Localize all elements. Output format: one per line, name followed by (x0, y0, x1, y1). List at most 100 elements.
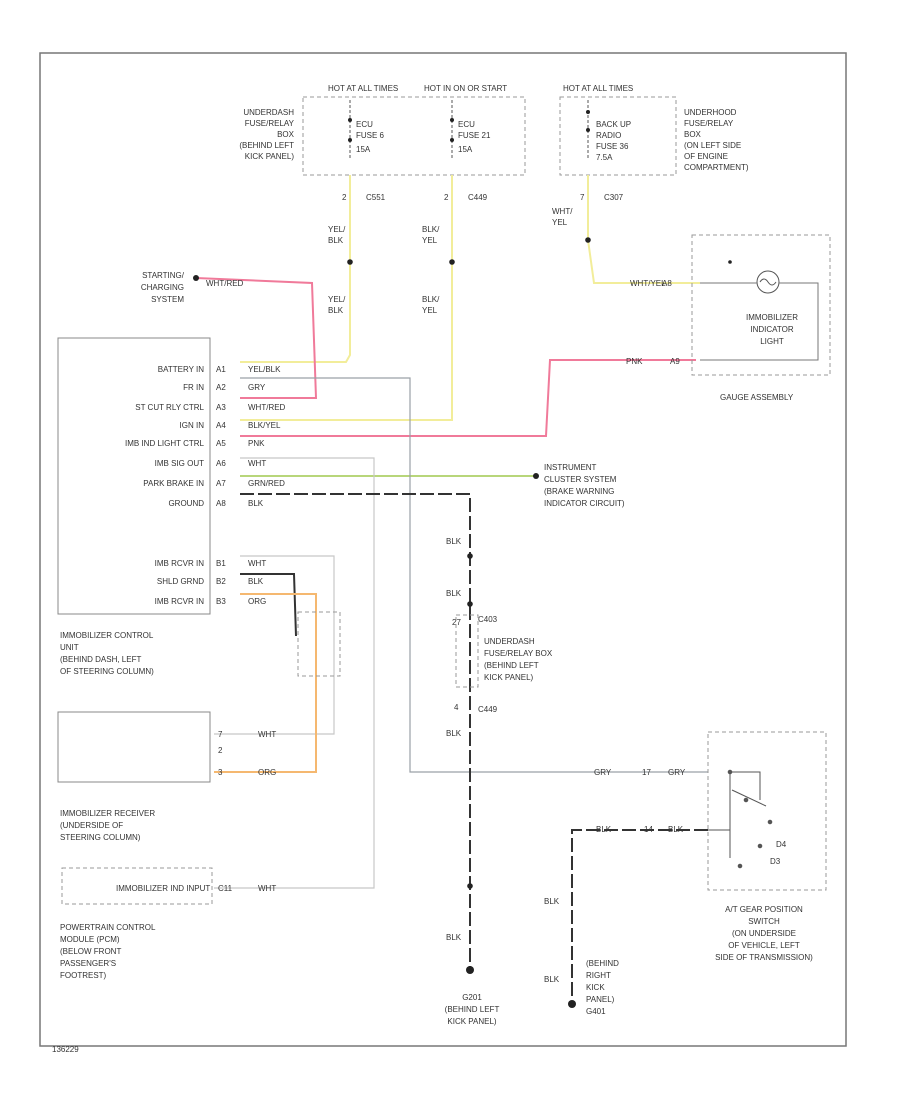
cu-pin-name: GROUND (168, 499, 204, 508)
underdash-box-label: UNDERDASH FUSE/RELAY BOX (BEHIND LEFT KI… (239, 108, 294, 161)
gauge-assembly-label: GAUGE ASSEMBLY (720, 393, 794, 402)
underhood-fuse-box (559, 96, 677, 176)
g201-ground-symbol (466, 966, 474, 974)
svg-text:UNDERDASH: UNDERDASH (243, 108, 294, 117)
cu-pin-number: A5 (216, 439, 226, 448)
svg-text:PASSENGER'S: PASSENGER'S (60, 959, 116, 968)
g201-label: G201 (BEHIND LEFT KICK PANEL) (445, 993, 500, 1026)
junction-dots (193, 237, 591, 889)
svg-text:15A: 15A (356, 145, 371, 154)
pin-4: 4 (454, 703, 459, 712)
pin-14: 14 (644, 825, 653, 834)
cu-pin-number: A4 (216, 421, 226, 430)
g401-ground-symbol (568, 1000, 576, 1008)
svg-text:RIGHT: RIGHT (586, 971, 611, 980)
hot-in-on-label: HOT IN ON OR START (424, 84, 507, 93)
label-blk-6: BLK (544, 975, 560, 984)
pin-n3: 3 (218, 768, 223, 777)
cu-pin-name: IGN IN (180, 421, 205, 430)
underdash-fuse-relay-small (455, 614, 479, 688)
g401-label: (BEHIND RIGHT KICK PANEL) G401 (586, 959, 619, 1016)
svg-text:MODULE (PCM): MODULE (PCM) (60, 935, 120, 944)
label-blk-2: BLK (446, 589, 462, 598)
cu-pin-wire: WHT (248, 459, 266, 468)
c307-label: C307 (604, 193, 624, 202)
wire-blk-ground (240, 493, 471, 970)
svg-text:7.5A: 7.5A (596, 153, 613, 162)
svg-text:COMPARTMENT): COMPARTMENT) (684, 163, 749, 172)
wire-gry (240, 377, 708, 773)
svg-text:FUSE/RELAY BOX: FUSE/RELAY BOX (484, 649, 553, 658)
svg-text:FUSE 6: FUSE 6 (356, 131, 385, 140)
cu-pin-number: A2 (216, 383, 226, 392)
label-yel-blk-2b: BLK (328, 306, 344, 315)
cu-pin-number: A6 (216, 459, 226, 468)
c449-lower-label: C449 (478, 705, 498, 714)
wire-blk-yel (240, 175, 453, 421)
wire-wht (214, 457, 375, 889)
gauge-assembly-box (691, 234, 831, 376)
svg-text:PANEL): PANEL) (586, 995, 615, 1004)
at-gear-switch-label: A/T GEAR POSITION SWITCH (ON UNDERSIDE O… (715, 905, 813, 962)
svg-text:ECU: ECU (356, 120, 373, 129)
label-blk-4: BLK (446, 933, 462, 942)
label-wht-yel-h: WHT/YEL (630, 279, 666, 288)
instrument-cluster-label: INSTRUMENT CLUSTER SYSTEM (BRAKE WARNING… (544, 463, 625, 508)
svg-text:(BEHIND LEFT: (BEHIND LEFT (239, 141, 294, 150)
svg-text:KICK PANEL): KICK PANEL) (484, 673, 534, 682)
immobilizer-receiver-box (57, 711, 211, 783)
svg-text:SWITCH: SWITCH (748, 917, 780, 926)
cu-pin-number: A1 (216, 365, 226, 374)
pin-2a: 2 (342, 193, 347, 202)
label-org-a: ORG (258, 768, 276, 777)
svg-text:SYSTEM: SYSTEM (151, 295, 184, 304)
label-wht-a: WHT (258, 730, 276, 739)
pin-7: 7 (580, 193, 585, 202)
wire-wht-yel (587, 175, 700, 284)
cu-pin-name: IMB SIG OUT (155, 459, 204, 468)
rcvr-pin-number: B3 (216, 597, 226, 606)
svg-text:G201: G201 (462, 993, 482, 1002)
rcvr-pin-wire: WHT (248, 559, 266, 568)
cu-pin-name: IMB IND LIGHT CTRL (125, 439, 205, 448)
label-blk-yel-1b: YEL (422, 236, 438, 245)
rcvr-pin-number: B1 (216, 559, 226, 568)
label-blk-1: BLK (446, 537, 462, 546)
pin-a9: A9 (670, 357, 680, 366)
svg-text:OF STEERING COLUMN): OF STEERING COLUMN) (60, 667, 154, 676)
rcvr-pin-name: IMB RCVR IN (155, 559, 205, 568)
label-wht-yel-b: YEL (552, 218, 568, 227)
pcm-input-label: IMMOBILIZER IND INPUT (116, 884, 210, 893)
label-yel-blk-2a: YEL/ (328, 295, 346, 304)
label-wht-yel-a: WHT/ (552, 207, 573, 216)
pcm-label: POWERTRAIN CONTROL MODULE (PCM) (BELOW F… (60, 923, 156, 980)
wire-b1-wht (214, 555, 335, 735)
svg-text:FUSE/RELAY: FUSE/RELAY (684, 119, 734, 128)
label-blk-3: BLK (446, 729, 462, 738)
label-blk-m1: BLK (668, 825, 684, 834)
pin-a8: A8 (662, 279, 672, 288)
label-wht-b: WHT (258, 884, 276, 893)
label-yel-blk-1a: YEL/ (328, 225, 346, 234)
switch-contacts-icon (708, 769, 773, 869)
svg-text:FUSE 36: FUSE 36 (596, 142, 629, 151)
svg-text:UNDERDASH: UNDERDASH (484, 637, 535, 646)
svg-text:FOOTREST): FOOTREST) (60, 971, 107, 980)
cu-pin-number: A7 (216, 479, 226, 488)
svg-text:UNIT: UNIT (60, 643, 79, 652)
hot-at-all-times-label: HOT AT ALL TIMES (328, 84, 398, 93)
svg-text:INDICATOR: INDICATOR (750, 325, 793, 334)
bulb-junction-dot (728, 260, 732, 264)
cu-pin-name: ST CUT RLY CTRL (135, 403, 204, 412)
label-yel-blk-1b: BLK (328, 236, 344, 245)
shield-area (297, 611, 341, 677)
label-gry-1: GRY (594, 768, 612, 777)
cu-pin-wire: BLK (248, 499, 264, 508)
cu-pin-name: BATTERY IN (158, 365, 204, 374)
label-gry-2: GRY (668, 768, 686, 777)
pin-17: 17 (642, 768, 651, 777)
svg-text:G401: G401 (586, 1007, 606, 1016)
indicator-internal-wire (700, 282, 819, 361)
